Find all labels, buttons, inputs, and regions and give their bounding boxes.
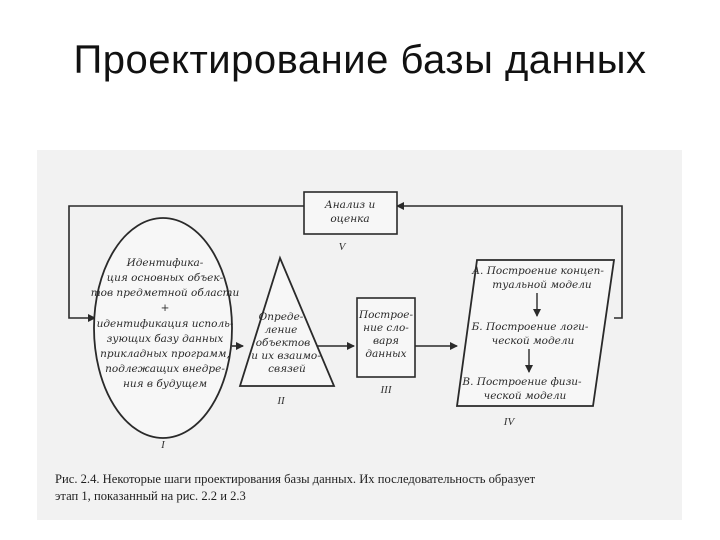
triangle-label-line: объектов [256, 337, 311, 349]
analysis-label-line: оценка [330, 213, 369, 225]
slide-title: Проектирование базы данных [73, 38, 647, 82]
loop-right-arrow [396, 202, 623, 319]
caption-line-1: Рис. 2.4. Некоторые шаги проектирования … [55, 472, 536, 486]
modeling-step: А. Построение концеп- туальной модели Б.… [455, 259, 616, 428]
data-dictionary-box [356, 297, 416, 378]
identification-step: Идентифика- ция основных объек- тов пред… [91, 217, 240, 451]
step-a-label-line: туальной модели [492, 279, 592, 291]
dictionary-label-line: ние сло- [363, 322, 409, 334]
triangle-label-line: Опреде- [259, 311, 304, 323]
triangle-label-line: ление [265, 324, 298, 336]
object-definition-step: Опреде- ление объектов и их взаимо- связ… [238, 255, 336, 407]
analysis-box [303, 191, 398, 235]
scanned-figure: Анализ и оценка V Идентифика- ция основн… [37, 150, 682, 520]
design-steps-diagram: Анализ и оценка V Идентифика- ция основн… [68, 191, 623, 451]
analysis-label-line: Анализ и [324, 199, 376, 211]
caption-line-2: этап 1, показанный на рис. 2.2 и 2.3 [55, 489, 246, 503]
feedback-loop-connector [68, 202, 623, 322]
identification-ellipse [93, 217, 233, 439]
step-b-label-line: Б. Построение логи- [471, 321, 589, 333]
analysis-step: Анализ и оценка V [303, 191, 398, 253]
step-c-label-line: ческой модели [484, 390, 567, 402]
ellipse-label-line: прикладных программ, [100, 348, 230, 360]
ellipse-label-line: идентификация исполь- [97, 318, 234, 330]
dictionary-label-line: Построе- [358, 309, 414, 321]
triangle-label-line: связей [268, 363, 306, 375]
step-a-label-line: А. Построение концеп- [471, 265, 604, 277]
ellipse-label-line: + [161, 302, 170, 314]
figure-caption: Рис. 2.4. Некоторые шаги проектирования … [55, 471, 675, 505]
triangle-label-line: и их взаимо- [251, 350, 321, 362]
modeling-parallelogram [455, 259, 616, 407]
step-numeral-iii: III [380, 384, 393, 396]
object-definition-triangle [238, 255, 336, 387]
step-numeral-ii: II [276, 395, 286, 407]
ellipse-label-line: ция основных объек- [107, 272, 224, 284]
ellipse-label-line: ния в будущем [123, 378, 207, 390]
ellipse-label-line: тов предметной области [91, 287, 240, 299]
step-numeral-v: V [339, 241, 347, 253]
step-numeral-iv: IV [503, 416, 516, 428]
ellipse-label-line: Идентифика- [126, 257, 204, 269]
ellipse-label-line: зующих базу данных [107, 333, 224, 345]
step-b-label-line: ческой модели [492, 335, 575, 347]
ellipse-label-line: подлежащих внедре- [105, 363, 225, 375]
dictionary-label-line: варя [373, 335, 399, 347]
data-dictionary-step: Построе- ние сло- варя данных III [356, 297, 416, 396]
dictionary-label-line: данных [365, 348, 406, 360]
step-numeral-i: I [160, 439, 166, 451]
step-c-label-line: В. Построение физи- [461, 376, 582, 388]
loop-left-arrow [68, 205, 304, 322]
